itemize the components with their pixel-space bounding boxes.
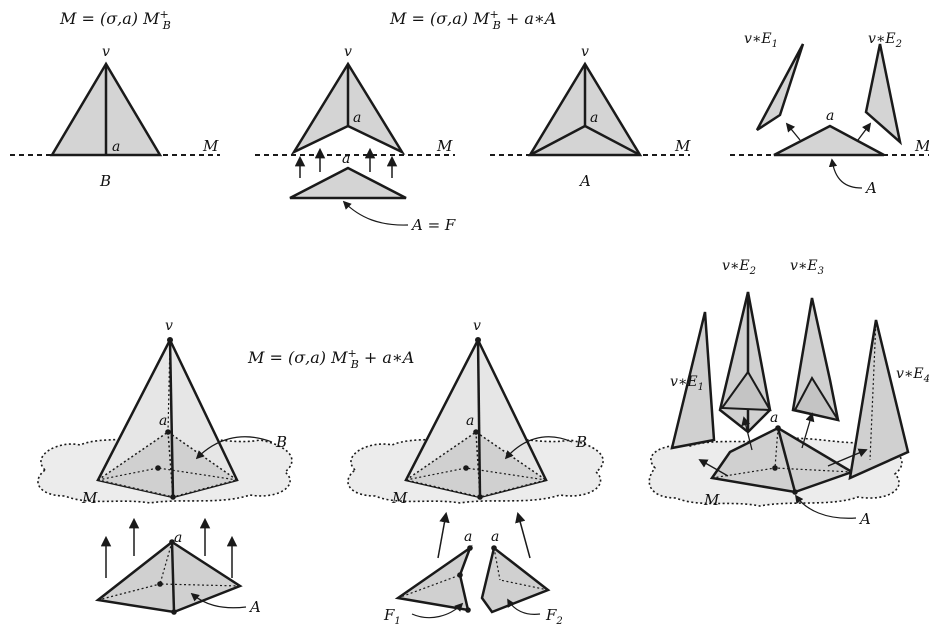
svg-text:A: A — [248, 598, 261, 616]
svg-text:v: v — [581, 44, 589, 60]
svg-text:a: a — [770, 410, 778, 426]
panel-3-cone-over-A: v a M A — [490, 44, 691, 190]
vE2-label-b: v∗E2 — [722, 258, 756, 277]
panel-6-pyramid-F1-F2: v a M B a a F1 F2 — [347, 318, 604, 627]
svg-text:M: M — [81, 489, 98, 507]
vE1-label: v∗E1 — [744, 31, 778, 50]
svg-text:M: M — [436, 137, 453, 155]
panel-1-cone-over-B: v a M B — [10, 44, 220, 190]
svg-text:a: a — [826, 108, 834, 124]
formula-1: M = (σ,a) M+B — [59, 8, 171, 32]
vE1-label-b: v∗E1 — [670, 374, 704, 393]
formula-3: M = (σ,a) M+B + a∗A — [247, 347, 414, 371]
svg-text:A: A — [864, 179, 877, 197]
formula-2: M = (σ,a) M+B + a∗A — [389, 8, 556, 32]
panel-5-pyramid: v a M B a A — [37, 318, 293, 616]
svg-text:a: a — [466, 413, 474, 429]
panel-7-exploded-pyramid: a v∗E1 v∗E2 v∗E3 v∗E4 M A — [648, 258, 929, 528]
svg-text:a: a — [342, 151, 350, 167]
svg-text:a: a — [590, 110, 598, 126]
svg-text:B: B — [575, 433, 587, 451]
svg-text:M: M — [674, 137, 691, 155]
svg-text:A: A — [858, 510, 871, 528]
svg-text:a: a — [174, 530, 182, 546]
panel-2-cone-with-A: v a M a A = F — [255, 44, 456, 234]
vertex-v-label: v — [102, 44, 110, 60]
F2-label: F2 — [545, 606, 563, 627]
svg-text:a: a — [353, 110, 361, 126]
svg-text:a: a — [491, 529, 499, 545]
panel-4-exploded-pieces: a v∗E1 v∗E2 M A — [730, 31, 929, 197]
F1-label: F1 — [383, 606, 401, 627]
svg-text:A: A — [578, 172, 591, 190]
A-equals-F-label: A = F — [410, 216, 456, 234]
svg-text:B: B — [275, 433, 287, 451]
vE4-label: v∗E4 — [896, 366, 929, 385]
svg-text:a: a — [159, 413, 167, 429]
svg-text:M: M — [391, 489, 408, 507]
vE3-label: v∗E3 — [790, 258, 824, 277]
svg-text:M: M — [703, 491, 720, 509]
svg-text:a: a — [464, 529, 472, 545]
svg-text:v: v — [473, 318, 481, 334]
svg-text:v: v — [344, 44, 352, 60]
M-label: M — [202, 137, 219, 155]
svg-text:v: v — [165, 318, 173, 334]
B-label: B — [99, 172, 111, 190]
a-label: a — [112, 139, 120, 155]
svg-text:M: M — [914, 137, 929, 155]
vE2-label: v∗E2 — [868, 31, 902, 50]
